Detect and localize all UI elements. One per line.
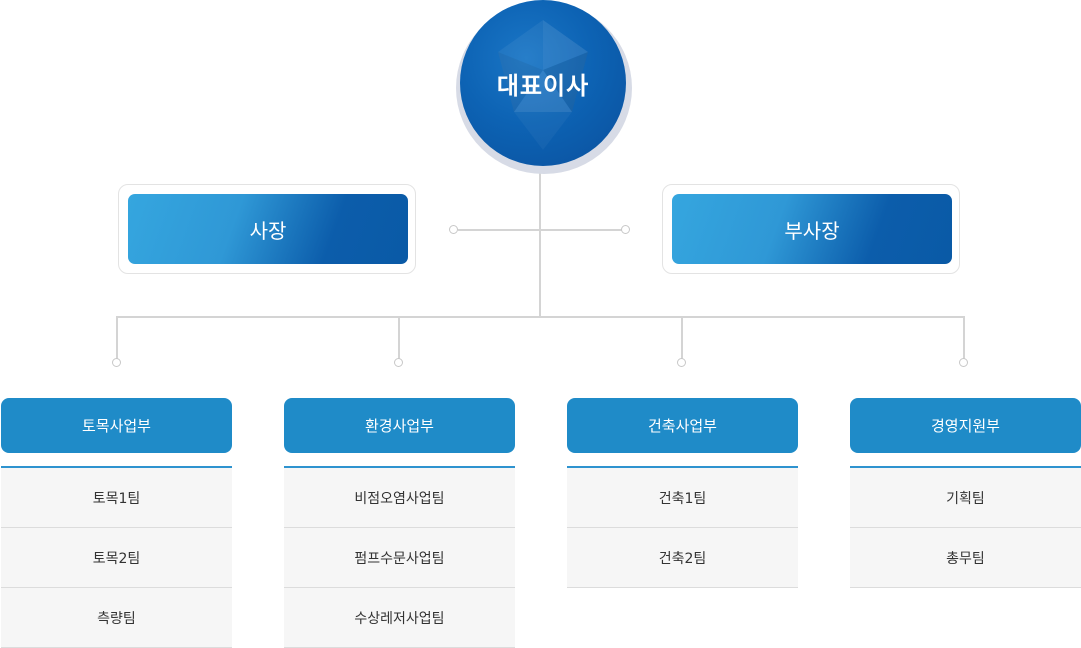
team-item: 수상레저사업팀 xyxy=(284,588,515,648)
department-divider xyxy=(850,466,1081,468)
team-item: 토목2팀 xyxy=(1,528,232,588)
team-item: 측량팀 xyxy=(1,588,232,648)
team-item: 비점오염사업팀 xyxy=(284,468,515,528)
department-header: 토목사업부 xyxy=(1,398,232,453)
team-item: 건축2팀 xyxy=(567,528,798,588)
connector-dot-exec-right xyxy=(621,225,630,234)
department-header: 건축사업부 xyxy=(567,398,798,453)
connector-dot-dept-3 xyxy=(677,358,686,367)
connector-ceo-trunk xyxy=(539,165,541,317)
vice-president-label: 부사장 xyxy=(784,218,840,243)
president-box: 사장 xyxy=(118,184,416,274)
connector-dept-drop-4 xyxy=(963,316,965,359)
ceo-facet-pattern xyxy=(498,20,588,150)
connector-dot-dept-1 xyxy=(112,358,121,367)
department-environment: 환경사업부 비점오염사업팀 펌프수문사업팀 수상레저사업팀 xyxy=(284,398,515,648)
president-node: 사장 xyxy=(128,194,408,264)
connector-dept-drop-1 xyxy=(116,316,118,359)
team-item: 총무팀 xyxy=(850,528,1081,588)
president-label: 사장 xyxy=(249,218,287,243)
vice-president-box: 부사장 xyxy=(662,184,960,274)
connector-dot-exec-left xyxy=(449,225,458,234)
connector-dept-drop-3 xyxy=(681,316,683,359)
department-divider xyxy=(284,466,515,468)
connector-exec-branch xyxy=(458,229,622,231)
department-civil: 토목사업부 토목1팀 토목2팀 측량팀 xyxy=(1,398,232,648)
team-item: 기획팀 xyxy=(850,468,1081,528)
connector-dept-drop-2 xyxy=(398,316,400,359)
department-architecture: 건축사업부 건축1팀 건축2팀 xyxy=(567,398,798,588)
department-management-support: 경영지원부 기획팀 총무팀 xyxy=(850,398,1081,588)
connector-dot-dept-4 xyxy=(959,358,968,367)
connector-dot-dept-2 xyxy=(394,358,403,367)
connector-dept-bus xyxy=(116,316,965,318)
ceo-node: 대표이사 xyxy=(460,0,626,166)
team-item: 토목1팀 xyxy=(1,468,232,528)
ceo-label: 대표이사 xyxy=(496,71,590,100)
vice-president-node: 부사장 xyxy=(672,194,952,264)
department-header: 환경사업부 xyxy=(284,398,515,453)
department-divider xyxy=(1,466,232,468)
team-item: 건축1팀 xyxy=(567,468,798,528)
department-divider xyxy=(567,466,798,468)
team-item: 펌프수문사업팀 xyxy=(284,528,515,588)
department-header: 경영지원부 xyxy=(850,398,1081,453)
